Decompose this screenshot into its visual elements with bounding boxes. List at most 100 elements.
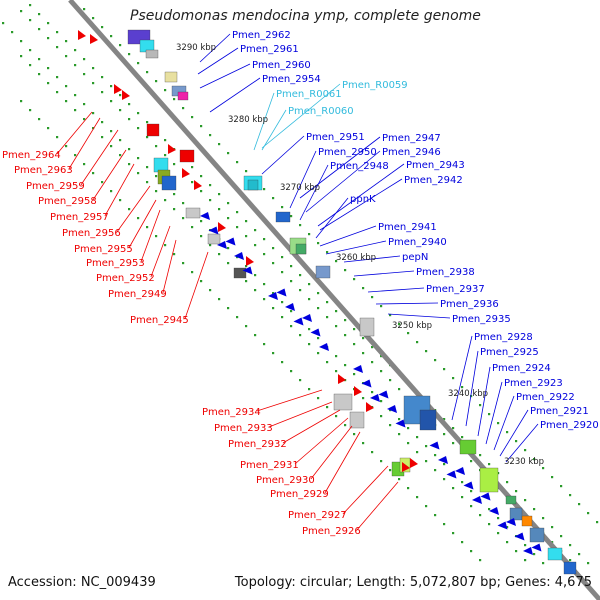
tick-mark (155, 80, 158, 83)
tick-mark (335, 325, 338, 328)
tick-mark (146, 226, 149, 229)
tick-mark (308, 298, 311, 301)
forward-gene-label[interactable]: Pmen_2954 (262, 74, 321, 85)
label-leader (367, 287, 425, 293)
tick-mark (308, 233, 311, 236)
tick-mark (38, 13, 41, 16)
tick-mark (191, 166, 194, 169)
tick-mark (461, 481, 464, 484)
tick-mark (317, 292, 320, 295)
forward-gene-label[interactable]: Pmen_2940 (388, 237, 447, 248)
forward-gene-label[interactable]: Pmen_2922 (516, 392, 575, 403)
forward-gene-label[interactable]: Pmen_2937 (426, 284, 485, 295)
tick-mark (164, 244, 167, 247)
gene-features (78, 29, 577, 575)
tick-mark (119, 154, 122, 157)
forward-gene-label[interactable]: Pmen_2961 (240, 44, 299, 55)
reverse-gene-arrow (168, 144, 176, 154)
forward-gene-label[interactable]: Pmen_2941 (378, 222, 437, 233)
tick-mark (146, 136, 149, 139)
reverse-gene-label[interactable]: Pmen_2931 (240, 460, 299, 471)
forward-gene-label[interactable]: Pmen_2962 (232, 30, 291, 41)
forward-gene-label[interactable]: Pmen_2960 (252, 60, 311, 71)
label-leader (256, 389, 323, 412)
tick-mark (461, 436, 464, 439)
tick-mark (506, 526, 509, 529)
reverse-gene-label[interactable]: Pmen_2963 (14, 165, 73, 176)
reverse-gene-label[interactable]: Pmen_2956 (62, 228, 121, 239)
reverse-gene-label[interactable]: Pmen_2959 (26, 181, 85, 192)
tick-mark (164, 139, 167, 142)
tick-mark (218, 208, 221, 211)
forward-gene-label[interactable]: Pmen_2936 (440, 299, 499, 310)
tick-mark (344, 319, 347, 322)
forward-gene-label[interactable]: Pmen_2950 (318, 147, 377, 158)
tick-mark (137, 62, 140, 65)
forward-gene-label[interactable]: Pmen_2920 (540, 420, 599, 431)
forward-gene-label[interactable]: Pmen_2921 (530, 406, 589, 417)
tick-mark (155, 235, 158, 238)
reverse-gene-label[interactable]: Pmen_2949 (108, 289, 167, 300)
reverse-gene-label[interactable]: Pmen_2958 (38, 196, 97, 207)
reverse-gene-label[interactable]: Pmen_2929 (270, 489, 329, 500)
reverse-gene-label[interactable]: Pmen_2945 (130, 315, 189, 326)
tick-mark (542, 562, 545, 565)
tick-mark (182, 107, 185, 110)
forward-gene-label[interactable]: Pmen_2948 (330, 161, 389, 172)
forward-gene-label[interactable]: Pmen_2942 (404, 175, 463, 186)
tick-mark (245, 265, 248, 268)
tick-mark (101, 136, 104, 139)
tick-mark (416, 451, 419, 454)
forward-gene-label[interactable]: Pmen_2925 (480, 347, 539, 358)
label-leader (315, 197, 349, 239)
label-leader (485, 381, 503, 445)
label-leader (477, 366, 491, 437)
forward-gene-arrow (446, 470, 457, 479)
tick-mark (137, 217, 140, 220)
tick-mark (299, 274, 302, 277)
forward-gene-label[interactable]: ppnK (350, 194, 376, 205)
reverse-gene-label[interactable]: Pmen_2933 (214, 423, 273, 434)
forward-gene-label[interactable]: Pmen_2935 (452, 314, 511, 325)
forward-gene-label[interactable]: Pmen_R0060 (288, 106, 354, 117)
gene-block (233, 267, 247, 279)
label-leader (289, 150, 317, 209)
tick-mark (353, 373, 356, 376)
tick-mark (371, 361, 374, 364)
reverse-gene-label[interactable]: Pmen_2953 (86, 258, 145, 269)
forward-gene-label[interactable]: Pmen_2947 (382, 133, 441, 144)
genome-summary: Topology: circular; Length: 5,072,807 bp… (234, 575, 592, 590)
forward-gene-label[interactable]: Pmen_R0059 (342, 80, 408, 91)
forward-gene-label[interactable]: Pmen_2938 (416, 267, 475, 278)
tick-mark (227, 262, 230, 265)
tick-mark (128, 208, 131, 211)
tick-mark (524, 499, 527, 502)
forward-gene-label[interactable]: Pmen_2928 (474, 332, 533, 343)
reverse-gene-label[interactable]: Pmen_2952 (96, 273, 155, 284)
forward-gene-label[interactable]: Pmen_2923 (504, 378, 563, 389)
forward-gene-label[interactable]: Pmen_2951 (306, 132, 365, 143)
reverse-gene-label[interactable]: Pmen_2927 (288, 510, 347, 521)
reverse-gene-label[interactable]: Pmen_2955 (74, 244, 133, 255)
forward-gene-label[interactable]: Pmen_2924 (492, 363, 551, 374)
reverse-gene-label[interactable]: Pmen_2926 (302, 526, 361, 537)
tick-mark (11, 31, 14, 34)
reverse-gene-label[interactable]: Pmen_2957 (50, 212, 109, 223)
tick-mark (470, 550, 473, 553)
tick-mark (38, 58, 41, 61)
reverse-gene-arrow (122, 90, 130, 100)
reverse-gene-label[interactable]: Pmen_2964 (2, 150, 61, 161)
forward-gene-label[interactable]: Pmen_2943 (406, 160, 465, 171)
tick-mark (218, 298, 221, 301)
forward-gene-label[interactable]: Pmen_R0061 (276, 89, 342, 100)
tick-mark (38, 73, 41, 76)
tick-mark (83, 163, 86, 166)
reverse-gene-label[interactable]: Pmen_2930 (256, 475, 315, 486)
forward-gene-label[interactable]: pepN (402, 252, 428, 263)
forward-gene-arrow (268, 292, 278, 300)
forward-gene-label[interactable]: Pmen_2946 (382, 147, 441, 158)
tick-mark (254, 334, 257, 337)
tick-mark (245, 280, 248, 283)
reverse-gene-label[interactable]: Pmen_2932 (228, 439, 287, 450)
reverse-gene-label[interactable]: Pmen_2934 (202, 407, 261, 418)
